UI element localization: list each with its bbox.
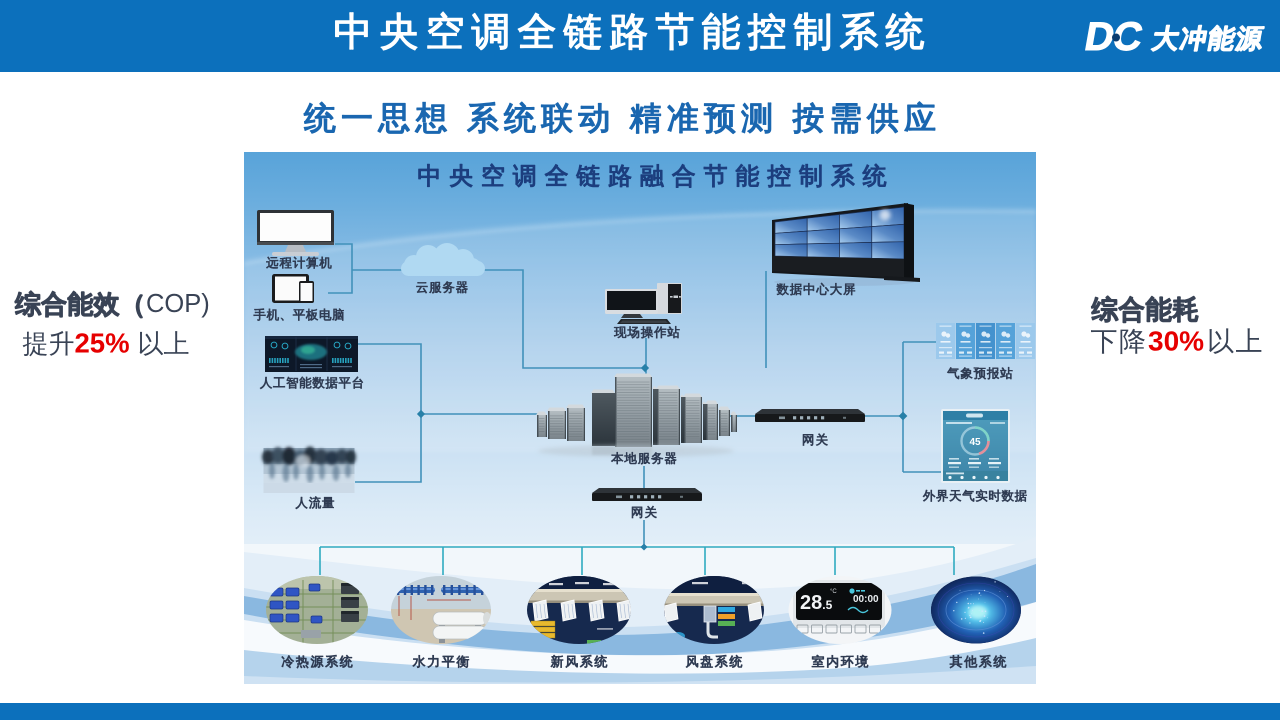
svg-text:45: 45 — [969, 437, 981, 448]
svg-text:DC: DC — [1081, 14, 1145, 59]
svg-text:30%: 30% — [1148, 326, 1204, 357]
svg-text:°C: °C — [830, 589, 837, 595]
svg-text:COP): COP) — [146, 290, 210, 318]
svg-text:28.5: 28.5 — [800, 592, 833, 614]
svg-text:25%: 25% — [75, 328, 130, 359]
svg-text:00:00: 00:00 — [853, 594, 879, 605]
